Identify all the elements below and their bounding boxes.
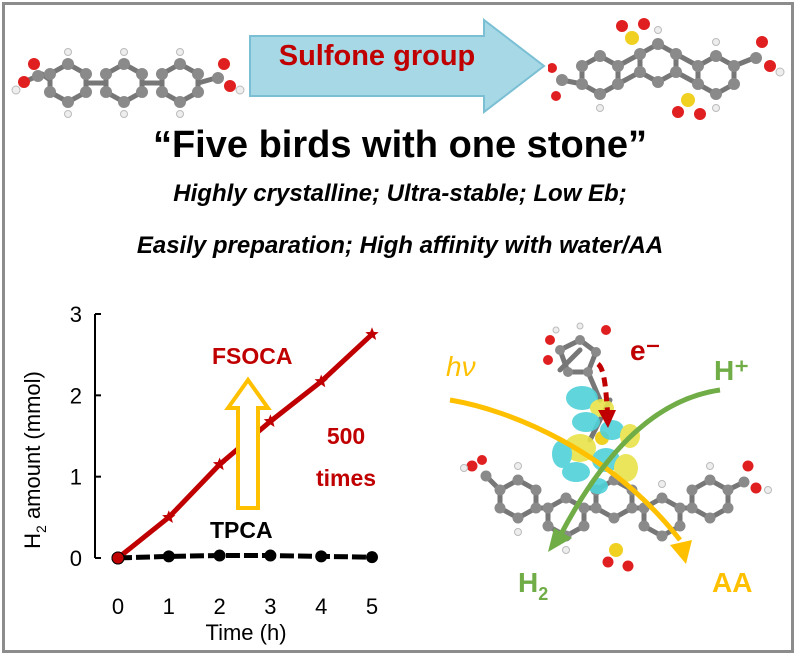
hydrogen-label-main: H: [518, 567, 538, 598]
data-point-tpca: [213, 549, 226, 562]
hydrogen-label-sub: 2: [538, 584, 548, 604]
fsoca-label: FSOCA: [212, 343, 293, 369]
y-axis-title-sub: 2: [33, 525, 49, 533]
data-point-tpca: [111, 551, 125, 565]
features-line-1: Highly crystalline; Ultra-stable; Low Eb…: [173, 180, 627, 207]
light-absorption-arrow: [449, 397, 682, 542]
y-axis-title: H2 amount (mmol): [20, 371, 49, 549]
series-line-tpca: [117, 553, 373, 561]
light-arrowhead: [670, 540, 692, 564]
banner-label: Sulfone group: [278, 40, 476, 72]
x-tick-label: 2: [213, 594, 225, 619]
data-point-fsoca: [263, 414, 278, 427]
x-tick-label: 3: [264, 594, 276, 619]
y-tick-label: 2: [70, 383, 82, 408]
light-label: hν: [446, 351, 476, 382]
proton-arrowhead: [548, 528, 572, 552]
x-tick-label: 5: [366, 594, 378, 619]
electron-arrowhead: [598, 410, 616, 428]
data-point-fsoca: [212, 457, 227, 471]
y-tick-label: 0: [70, 546, 82, 571]
tpca-label: TPCA: [210, 517, 273, 543]
fold-annotation-line-1: 500: [327, 423, 365, 449]
data-point-tpca: [366, 551, 378, 564]
y-axis-title-main: H: [20, 533, 45, 549]
mechanism-diagram: hν e⁻ H⁺ H2 AA: [446, 322, 772, 604]
x-tick-label: 1: [163, 594, 175, 619]
y-axis-title-rest: amount (mmol): [20, 371, 45, 525]
data-point-fsoca: [314, 374, 328, 388]
y-tick-label: 1: [70, 465, 82, 490]
headline: “Five birds with one stone”: [152, 124, 648, 166]
fsoca-molecule: [548, 18, 785, 120]
chart-ticks: 0 1 2 3 0 1 2 3 4 5: [70, 302, 378, 619]
tpca-molecule: [11, 48, 245, 118]
increase-arrow: [224, 376, 272, 510]
x-tick-label: 0: [112, 594, 124, 619]
proton-label: H⁺: [714, 355, 749, 386]
proton-reduction-arrow: [557, 387, 721, 538]
electron-label: e⁻: [630, 335, 660, 366]
data-point-tpca: [264, 549, 277, 562]
y-tick-label: 3: [70, 302, 82, 327]
dimer-molecule: [460, 322, 772, 572]
data-point-fsoca: [365, 327, 379, 340]
fold-annotation-line-2: times: [316, 465, 376, 491]
data-point-tpca: [162, 550, 175, 563]
svg-text:H2 amount (mmol): H2 amount (mmol): [20, 371, 49, 549]
data-point-tpca: [315, 550, 328, 563]
transformation-arrow: [249, 18, 546, 114]
x-tick-label: 4: [315, 594, 327, 619]
features-line-2: Easily preparation; High affinity with w…: [136, 232, 664, 259]
ascorbic-acid-label: AA: [712, 567, 752, 598]
x-axis-title: Time (h): [205, 620, 286, 645]
data-point-fsoca: [162, 510, 176, 523]
hydrogen-label: H2: [518, 567, 548, 604]
